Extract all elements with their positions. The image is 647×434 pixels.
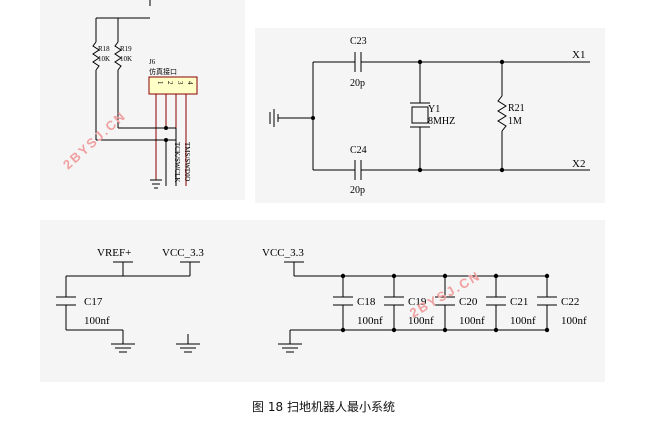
r18-resistor xyxy=(92,41,100,71)
j6-pin-1: 1 xyxy=(156,81,164,85)
r19-value: 10K xyxy=(120,55,132,63)
r19-ref: R19 xyxy=(120,45,132,53)
cap-value: 100nf xyxy=(561,315,587,327)
decoupling-circuit: VCC_3.3 C18 100nf C19 100nf C20 100nf C21 100nf… xyxy=(262,247,587,353)
j6-label: 仿真接口 xyxy=(149,67,177,76)
cap-ref: C18 xyxy=(357,296,376,308)
r21-resistor xyxy=(497,95,507,132)
cap-ref: C22 xyxy=(561,296,579,308)
net-x2: X2 xyxy=(572,158,585,170)
j6-header xyxy=(148,76,198,95)
net-tms-swdio: TMS/SWDIO xyxy=(183,142,191,181)
net-tck-swclk: TCK/SWCLK xyxy=(173,142,181,182)
cap-value: 100nf xyxy=(408,315,434,327)
j6-pin-4: 4 xyxy=(186,81,194,85)
y1-crystal xyxy=(411,106,429,124)
c23-value: 20p xyxy=(350,78,365,89)
decoupling-capacitor: C22 100nf xyxy=(537,273,587,333)
cap-value: 100nf xyxy=(510,315,536,327)
y1-ref: Y1 xyxy=(428,104,440,115)
c17-ref: C17 xyxy=(84,296,103,308)
cap-ref: C20 xyxy=(459,296,478,308)
cap-ref: C21 xyxy=(510,296,528,308)
vref-circuit: VREF+ VCC_3.3 C17 100nf xyxy=(56,247,204,353)
decoupling-capacitor: C19 100nf xyxy=(384,273,434,333)
r21-value: 1M xyxy=(508,116,522,127)
r21-ref: R21 xyxy=(508,103,525,114)
c24-ref: C24 xyxy=(350,145,367,156)
net-x1: X1 xyxy=(572,49,585,61)
j6-ref: J6 xyxy=(149,58,156,66)
crystal-circuit: C23 20p C24 20p Y1 8MHZ R21 1M X1 X2 xyxy=(269,36,590,196)
decoupling-capacitor: C18 100nf xyxy=(333,273,383,333)
decoupling-capacitor: C21 100nf xyxy=(486,273,536,333)
cap-ref: C19 xyxy=(408,296,427,308)
net-vcc-left: VCC_3.3 xyxy=(162,247,204,259)
cap-value: 100nf xyxy=(459,315,485,327)
c24-value: 20p xyxy=(350,185,365,196)
power-panel xyxy=(40,220,605,382)
c17-value: 100nf xyxy=(84,315,110,327)
c23-ref: C23 xyxy=(350,36,367,47)
debug-header-circuit: R18 10K R19 10K J6 仿真接口 1 2 3 4 TCK/SWCL… xyxy=(92,0,198,189)
cap-value: 100nf xyxy=(357,315,383,327)
y1-value: 8MHZ xyxy=(428,116,455,127)
debug-panel xyxy=(40,0,245,200)
j6-pin-2: 2 xyxy=(166,81,174,85)
r18-value: 10K xyxy=(98,55,110,63)
r19-resistor xyxy=(114,41,122,71)
j6-pin-3: 3 xyxy=(176,81,184,85)
figure-caption: 图 18 扫地机器人最小系统 xyxy=(252,400,395,414)
r18-ref: R18 xyxy=(98,45,110,53)
net-vref: VREF+ xyxy=(97,247,131,259)
net-vcc-right: VCC_3.3 xyxy=(262,247,304,259)
decoupling-capacitor: C20 100nf xyxy=(435,273,485,333)
